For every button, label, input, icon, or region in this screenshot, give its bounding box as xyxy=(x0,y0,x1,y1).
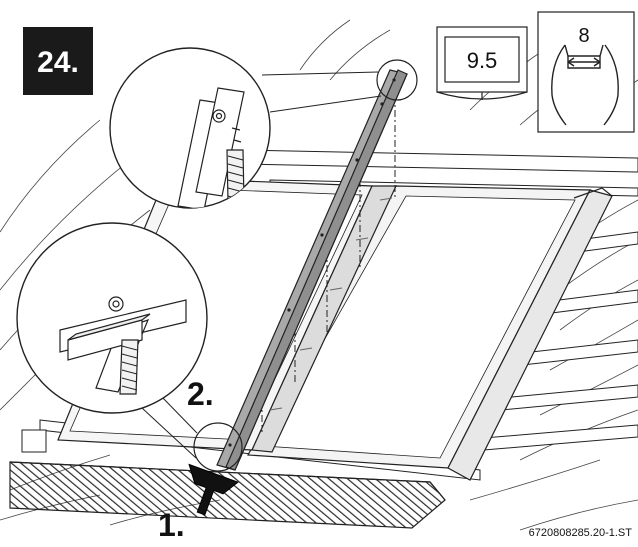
detail-marker-bottom xyxy=(193,422,243,472)
open-end-wrench-icon xyxy=(551,44,619,126)
figure-code: 6720808285.20-1.ST xyxy=(529,527,633,539)
callout-step-2: 2. xyxy=(187,376,214,412)
manual-reference-label: 9.5 xyxy=(467,48,498,73)
step-number: 24. xyxy=(37,46,79,79)
detail-view-top xyxy=(109,47,271,209)
collector-panel-right xyxy=(247,185,613,481)
wrench-size-label: 8 xyxy=(578,25,589,47)
step-badge: 24. xyxy=(23,27,93,95)
wrench-panel: 8 xyxy=(537,11,635,133)
detail-marker-top xyxy=(376,59,418,101)
mounting-rail xyxy=(216,69,408,471)
insert-arrow-icon xyxy=(188,463,239,516)
detail-view-bottom xyxy=(16,222,208,414)
detail-connectors xyxy=(141,71,382,459)
manual-book-icon xyxy=(436,26,528,100)
bottom-flashing xyxy=(9,461,446,529)
callout-step-1: 1. xyxy=(158,507,185,542)
